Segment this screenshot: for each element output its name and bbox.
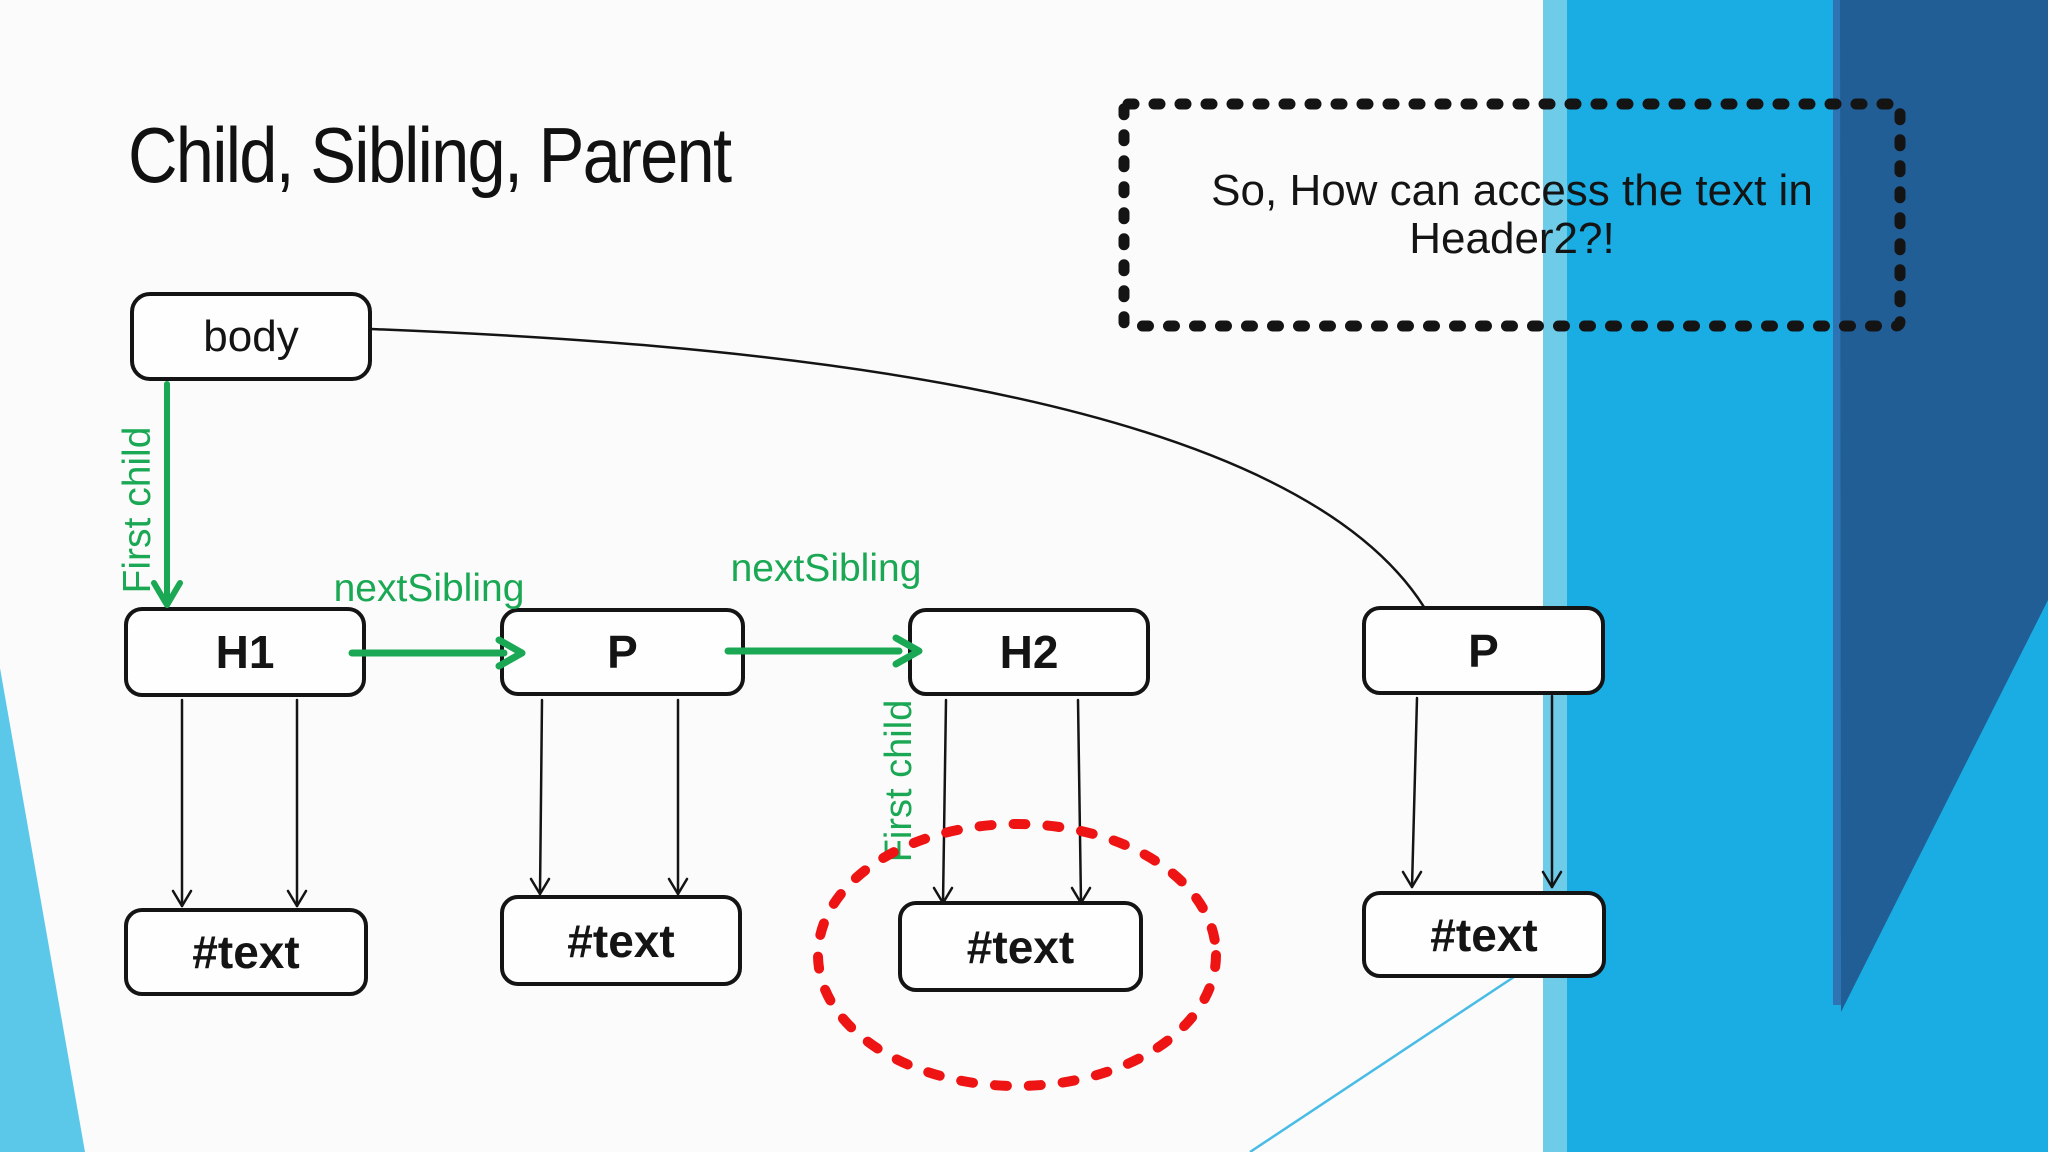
arrow-first-child-body-h1	[151, 381, 183, 608]
accent-navy-wedge	[1840, 0, 2048, 1012]
arrow-nextsibling-h1-p	[348, 636, 526, 670]
accent-edge-strip	[1833, 0, 1841, 1005]
edge-label-nextsibling-p-h2: nextSibling	[730, 547, 922, 590]
node-label: body	[203, 311, 299, 361]
arrow-nextsibling-p-h2	[724, 634, 923, 668]
arrow-h2-to-text-left	[932, 698, 954, 905]
node-text3: #text	[898, 901, 1143, 992]
question-box-dashed-border	[1118, 98, 1906, 332]
node-label: P	[1468, 624, 1499, 677]
highlight-ellipse	[813, 819, 1221, 1091]
slide-title: Child, Sibling, Parent	[128, 111, 732, 199]
node-label: H2	[999, 626, 1059, 678]
node-label: P	[607, 626, 638, 678]
corner-wedge	[0, 668, 85, 1152]
node-h1: H1	[124, 607, 366, 697]
connector-body-to-p2-curve	[369, 327, 1426, 609]
node-h2: H2	[908, 608, 1150, 696]
arrow-h1-to-text-right	[286, 698, 308, 908]
node-p2: P	[1362, 606, 1605, 695]
node-body: body	[130, 292, 372, 381]
arrow-h2-to-text-right	[1070, 698, 1092, 905]
node-label: #text	[966, 920, 1075, 973]
arrow-p1-to-text-left	[529, 698, 551, 896]
arrow-p1-to-text-right	[667, 698, 689, 896]
arrow-h1-to-text-left	[171, 698, 193, 908]
question-box: So, How can access the text in Header2?!	[1118, 98, 1906, 332]
edge-label-nextsibling-h1-p: nextSibling	[333, 567, 525, 610]
node-text2: #text	[500, 895, 742, 986]
arrow-p2-to-text-left	[1401, 696, 1423, 889]
node-label: #text	[567, 914, 675, 967]
diagonal-accent-line	[1249, 953, 1548, 1152]
node-label: H1	[215, 626, 275, 678]
question-line-1: So, How can access the text in	[1211, 166, 1813, 215]
node-label: #text	[1430, 908, 1538, 961]
arrow-p2-to-text-right	[1541, 694, 1563, 889]
node-label: #text	[192, 926, 300, 978]
node-text1: #text	[124, 908, 368, 996]
node-text4: #text	[1362, 891, 1606, 978]
question-line-2: Header2?!	[1409, 214, 1615, 263]
